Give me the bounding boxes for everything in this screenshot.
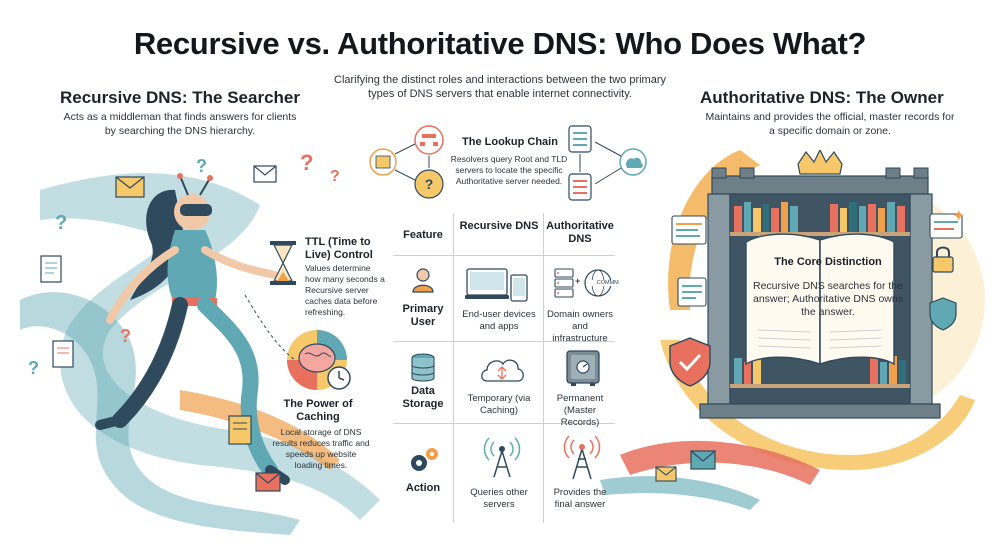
cell-recursive-data-storage: Temporary (via Caching) [467,393,531,416]
envelope-icon [253,165,277,183]
orange-streak [180,390,340,470]
database-icon [411,353,435,382]
cell-authoritative-action: Provides the final answer [553,487,607,510]
question-mark-icon: ? [28,358,39,378]
table-header-feature: Feature [403,229,443,241]
devices-icon [465,268,528,302]
cell-authoritative-data-storage: Permanent (Master Records) [556,393,604,428]
antenna-broadcast-icon [483,437,521,478]
page-subtitle: Clarifying the distinct roles and intera… [334,74,666,100]
recursive-heading: Recursive DNS: The Searcher [60,88,300,107]
user-icon [412,268,434,293]
authoritative-description: Maintains and provides the official, mas… [705,111,955,137]
envelope-icon [655,466,677,482]
lookup-chain-diagram: ? [369,125,647,201]
gears-icon [411,448,438,471]
question-mark-icon: ? [55,212,68,234]
ttl-heading: TTL (Time to Live) Control [305,236,373,261]
table-divider [393,341,615,342]
table-header-recursive: Recursive DNS [459,220,539,232]
lookup-chain-description: Resolvers query Root and TLD servers to … [450,154,568,186]
table-divider [453,213,454,523]
cell-authoritative-primary-user: Domain owners and infrastructure [547,309,613,344]
shield-icon [929,297,957,331]
teal-swoosh-right [600,476,760,510]
brain-clock-icon [287,330,351,390]
authoritative-heading: Authoritative DNS: The Owner [700,88,944,107]
document-icon [52,340,74,368]
document-icon [40,255,62,283]
table-divider [393,255,615,256]
library-vault-illustration [671,150,963,419]
orange-arc [668,150,760,310]
lock-icon [932,246,954,273]
question-mark-icon: ? [330,168,340,185]
envelope-icon [115,176,145,198]
cell-recursive-action: Queries other servers [470,487,528,510]
transmitter-tower-icon [563,435,601,480]
plus-sign: + [575,276,581,286]
recursive-description: Acts as a middleman that finds answers f… [63,111,297,137]
comparison-table: Feature Recursive DNS Authoritative DNS … [393,213,628,523]
yellow-arc [660,340,975,470]
domain-badge: .COMMM [586,280,628,286]
question-mark-icon: ? [196,156,207,176]
table-header-authoritative: Authoritative DNS [546,220,614,245]
cell-recursive-primary-user: End-user devices and apps [462,309,536,332]
ttl-description: Values determine how many seconds a Recu… [305,263,385,317]
sparkle-icon: ✦ [952,208,966,225]
core-distinction-description: Recursive DNS searches for the answer; A… [753,280,903,318]
row-label-action: Action [405,482,441,494]
caching-description: Local storage of DNS results reduces tra… [272,427,370,470]
searcher-figure-illustration [95,173,290,485]
envelope-icon [255,472,281,492]
cloud-sync-icon [481,359,524,382]
core-distinction-heading: The Core Distinction [774,256,882,268]
hourglass-icon [270,241,296,285]
teal-wave [40,173,380,520]
caching-heading: The Power of Caching [283,398,353,423]
envelope-icon [690,450,716,470]
connector-line [244,294,296,361]
safe-icon [566,350,600,386]
coral-swoosh [620,440,820,485]
teal-wave-2 [20,292,300,535]
question-mark-icon: ? [120,326,131,346]
table-divider [543,213,544,523]
svg-text:?: ? [425,176,434,192]
row-label-primary-user: Primary User [402,303,444,328]
question-mark-icon: ? [300,150,314,175]
table-divider [393,423,615,424]
row-label-data-storage: Data Storage [402,385,444,410]
page-title: Recursive vs. Authoritative DNS: Who Doe… [133,26,867,61]
shield-check-icon [669,337,711,387]
document-icon [228,415,252,445]
lookup-chain-heading: The Lookup Chain [462,136,558,148]
